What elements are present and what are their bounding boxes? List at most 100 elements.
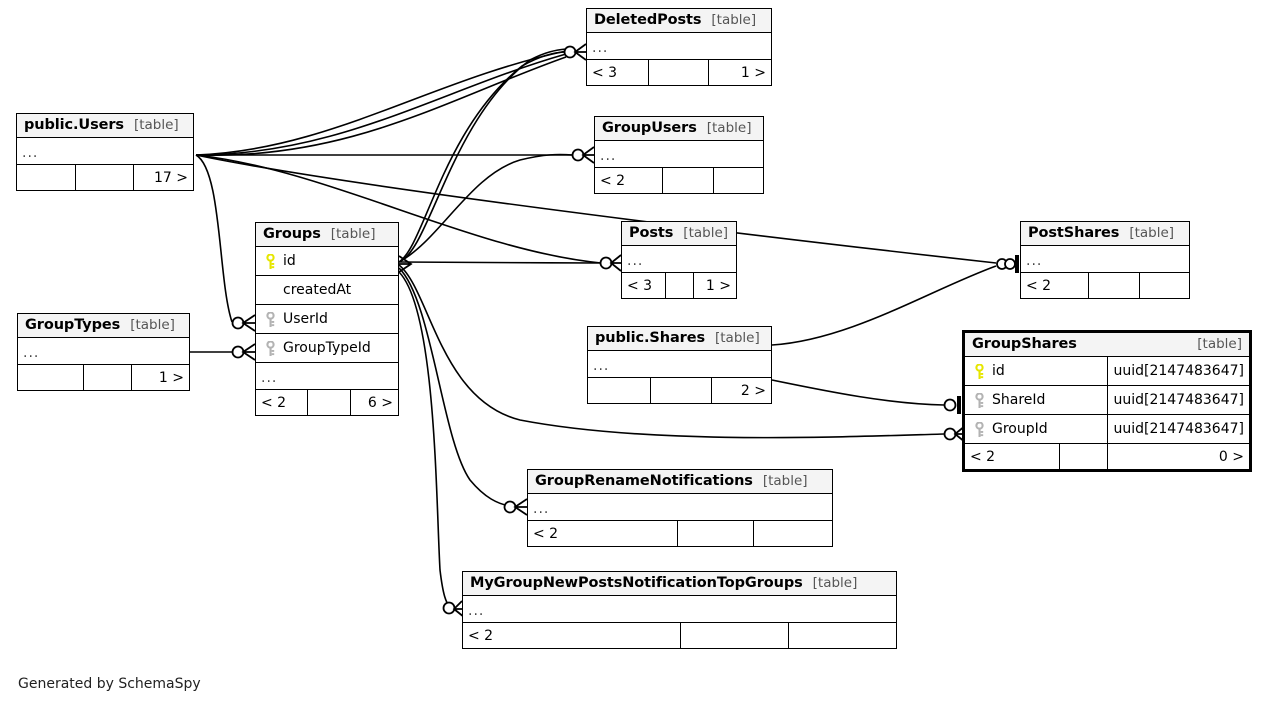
more-columns-ellipsis: ... <box>256 363 398 390</box>
table-header-groups: Groups [table] <box>256 223 398 247</box>
footer-cell <box>676 521 753 546</box>
table-title: DeletedPosts <box>594 12 702 28</box>
footer-cell <box>17 165 75 190</box>
edge-users-groups-userid <box>195 154 233 323</box>
table-footer: < 2 <box>1021 273 1189 298</box>
footer-cell <box>787 623 896 648</box>
table-group-rename-notifications[interactable]: GroupRenameNotifications[table]... < 2 <box>527 469 833 547</box>
table-title: GroupRenameNotifications <box>535 473 753 489</box>
footer-cell: < 2 <box>1026 277 1052 294</box>
column-type: uuid[2147483647] <box>1107 386 1249 414</box>
footer-cell: 1 > <box>130 365 189 390</box>
table-title: public.Users <box>24 117 124 133</box>
footer-cell: 1 > <box>692 273 736 298</box>
table-public-users[interactable]: public.Users[table]...17 > <box>16 113 194 191</box>
footer-cell: 6 > <box>349 390 398 415</box>
table-title: public.Shares <box>595 330 705 346</box>
footer-cell: < 2 <box>600 172 626 189</box>
footer-cell: 2 > <box>710 378 771 403</box>
more-columns-ellipsis: ... <box>588 351 771 378</box>
table-header-group-shares: GroupShares [table] <box>965 333 1249 357</box>
more-columns-ellipsis: ... <box>463 596 896 623</box>
table-type-tag: [table] <box>330 226 376 242</box>
table-type-tag: [table] <box>133 117 179 133</box>
table-title: MyGroupNewPostsNotificationTopGroups <box>470 575 803 591</box>
table-header-post-shares: PostShares[table] <box>1021 222 1189 246</box>
table-post-shares[interactable]: PostShares[table]... < 2 <box>1020 221 1190 299</box>
column-row[interactable]: id <box>256 247 398 276</box>
footer-cell <box>662 168 712 193</box>
more-columns-ellipsis: ... <box>528 494 832 521</box>
column-name-cell: GroupId <box>965 420 1107 437</box>
edge-groups-deletedposts <box>398 48 567 263</box>
table-footer: < 2 <box>595 168 763 193</box>
table-header-public-shares: public.Shares[table] <box>588 327 771 351</box>
column-name: id <box>283 253 296 269</box>
table-header-group-types: GroupTypes[table] <box>18 314 189 338</box>
footer-cell: < 2 <box>533 525 559 542</box>
footer-cell <box>665 273 692 298</box>
more-columns-ellipsis: ... <box>595 141 763 168</box>
edge-users-deletedposts-2 <box>195 53 567 156</box>
footer-cell <box>75 165 133 190</box>
column-name: ShareId <box>992 392 1046 408</box>
footer-cell <box>752 521 832 546</box>
table-header-group-rename-notifications: GroupRenameNotifications[table] <box>528 470 832 494</box>
column-name: createdAt <box>283 282 352 298</box>
column-row[interactable]: ShareId uuid[2147483647] <box>965 386 1249 415</box>
column-name-cell: createdAt <box>256 282 398 298</box>
column-name: GroupId <box>992 421 1048 437</box>
table-header-group-users: GroupUsers[table] <box>595 117 763 141</box>
generated-by-credit: Generated by SchemaSpy <box>18 676 201 692</box>
table-group-users[interactable]: GroupUsers[table]... < 2 <box>594 116 764 194</box>
table-footer: < 2 <box>463 623 896 648</box>
column-name-cell: GroupTypeId <box>256 339 398 356</box>
table-title: GroupShares <box>972 336 1077 352</box>
table-my-group-new-posts-notification-top-groups[interactable]: MyGroupNewPostsNotificationTopGroups[tab… <box>462 571 897 649</box>
table-title: Groups <box>263 226 321 242</box>
footer-cell: < 2 <box>468 627 494 644</box>
table-header-my-group-new-posts-notification-top-groups: MyGroupNewPostsNotificationTopGroups[tab… <box>463 572 896 596</box>
footer-cell <box>307 390 350 415</box>
table-footer: 1 > <box>18 365 189 390</box>
primary-key-icon <box>973 362 986 379</box>
table-type-tag: [table] <box>683 225 729 241</box>
edge-groups-groupusers <box>398 153 574 263</box>
table-deleted-posts[interactable]: DeletedPosts [table]... < 3 1 > <box>586 8 772 86</box>
footer-cell: 1 > <box>708 60 771 85</box>
table-public-shares[interactable]: public.Shares[table]...2 > <box>587 326 772 404</box>
footer-cell <box>650 378 710 403</box>
column-row[interactable]: UserId <box>256 305 398 334</box>
column-row[interactable]: GroupTypeId <box>256 334 398 363</box>
table-footer: < 3 1 > <box>587 60 771 85</box>
more-columns-ellipsis: ... <box>587 33 771 60</box>
footer-cell <box>1058 444 1107 469</box>
footer-cell <box>647 60 709 85</box>
footer-cell <box>588 378 650 403</box>
more-columns-ellipsis: ... <box>1021 246 1189 273</box>
column-name: id <box>992 363 1005 379</box>
column-row[interactable]: createdAt <box>256 276 398 305</box>
table-type-tag: [table] <box>1197 336 1242 352</box>
column-name-cell: UserId <box>256 310 398 327</box>
table-group-types[interactable]: GroupTypes[table]...1 > <box>17 313 190 391</box>
table-type-tag: [table] <box>130 317 175 333</box>
footer-cell <box>712 168 763 193</box>
footer-cell: 0 > <box>1106 444 1249 469</box>
footer-cell: < 2 <box>970 448 996 465</box>
table-footer: 2 > <box>588 378 771 403</box>
column-type: uuid[2147483647] <box>1107 357 1249 385</box>
column-name: UserId <box>283 311 328 327</box>
footer-cell: < 3 <box>592 64 618 81</box>
foreign-key-icon <box>973 391 986 408</box>
column-row[interactable]: id uuid[2147483647] <box>965 357 1249 386</box>
table-type-tag: [table] <box>711 12 757 28</box>
footer-cell <box>1088 273 1138 298</box>
edge-groups-deletedposts-2 <box>398 51 567 263</box>
